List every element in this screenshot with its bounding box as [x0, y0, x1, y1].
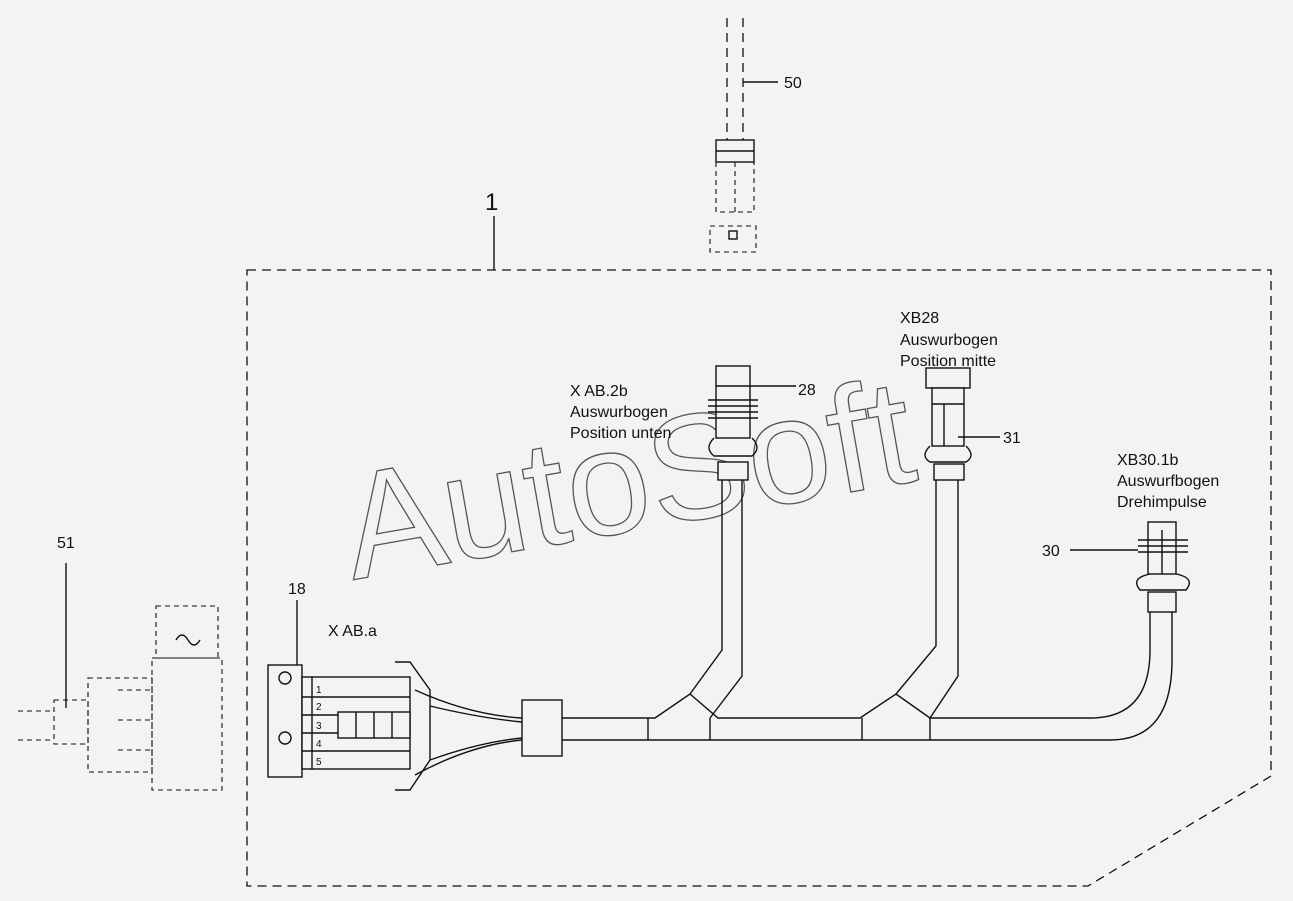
- callout-28: 28: [798, 382, 816, 399]
- connector-xab-2b-line2: Position unten: [570, 425, 671, 442]
- callout-31: 31: [1003, 430, 1021, 447]
- connector-xab-a-name: X AB.a: [328, 623, 377, 640]
- assembly-number: 1: [485, 189, 498, 216]
- callout-50: 50: [784, 75, 802, 92]
- pin-label-3: 3: [316, 721, 322, 732]
- connector-xb30-1b-line1: Auswurfbogen: [1117, 473, 1219, 490]
- connector-xb30-1b-name: XB30.1b: [1117, 452, 1178, 469]
- pin-label-2: 2: [316, 702, 322, 713]
- callout-18: 18: [288, 581, 306, 598]
- assembly-boundary: [246, 269, 1272, 887]
- part-51-external-connector: [18, 563, 223, 791]
- connector-xb28-name: XB28: [900, 310, 939, 327]
- connector-31-xb28: [924, 367, 1000, 481]
- pin-label-4: 4: [316, 739, 322, 750]
- connector-30-xb30-1b: [1070, 521, 1190, 613]
- part-50-external-cable: [709, 18, 778, 253]
- connector-18-xab-a: [267, 600, 431, 791]
- connector-28-xab-2b: [708, 365, 796, 481]
- connector-xb30-1b-line2: Drehimpulse: [1117, 494, 1207, 511]
- pin-label-5: 5: [316, 757, 322, 768]
- connector-xab-2b-line1: Auswurbogen: [570, 404, 668, 421]
- harness-branch-31: [895, 480, 959, 719]
- harness-trunk: [414, 610, 1173, 776]
- connector-xab-2b-name: X AB.2b: [570, 383, 628, 400]
- connector-xb28-line2: Position mitte: [900, 353, 996, 370]
- connector-xb28-line1: Auswurbogen: [900, 332, 998, 349]
- callout-30: 30: [1042, 543, 1060, 560]
- harness-branch-28: [689, 480, 743, 719]
- pin-label-1: 1: [316, 685, 322, 696]
- callout-51: 51: [57, 535, 75, 552]
